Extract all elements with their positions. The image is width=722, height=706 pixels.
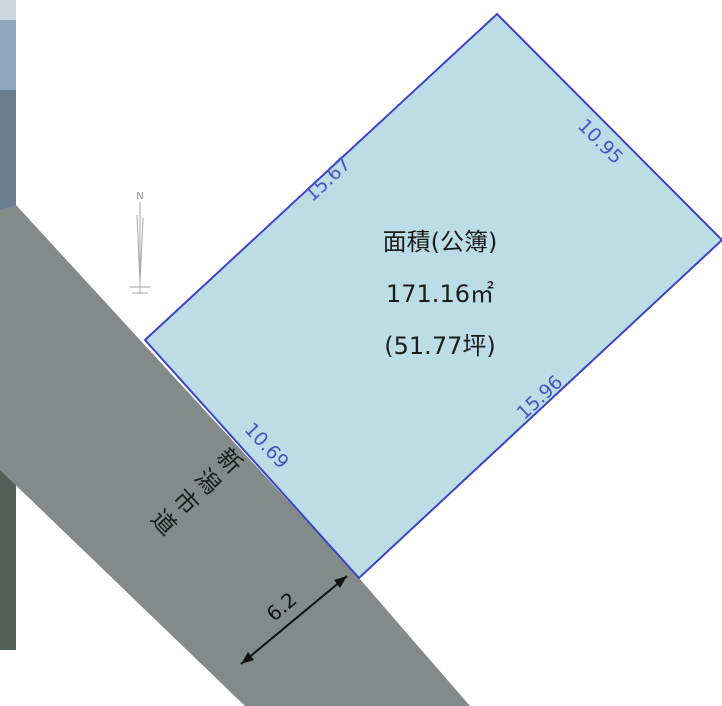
arrow-head-icon [241, 652, 254, 664]
arrow-head-icon [334, 576, 347, 588]
north-arrow-icon [130, 202, 150, 294]
north-label: N [136, 191, 143, 202]
area-tsubo: (51.77坪) [384, 332, 495, 360]
road [0, 205, 470, 706]
area-square-meters: 171.16㎡ [386, 280, 494, 308]
lot-polygon [143, 12, 722, 580]
area-heading: 面積(公簿) [383, 228, 498, 256]
road-name: 新 潟 市 道 [145, 443, 248, 541]
road-width-dimension [240, 575, 348, 665]
